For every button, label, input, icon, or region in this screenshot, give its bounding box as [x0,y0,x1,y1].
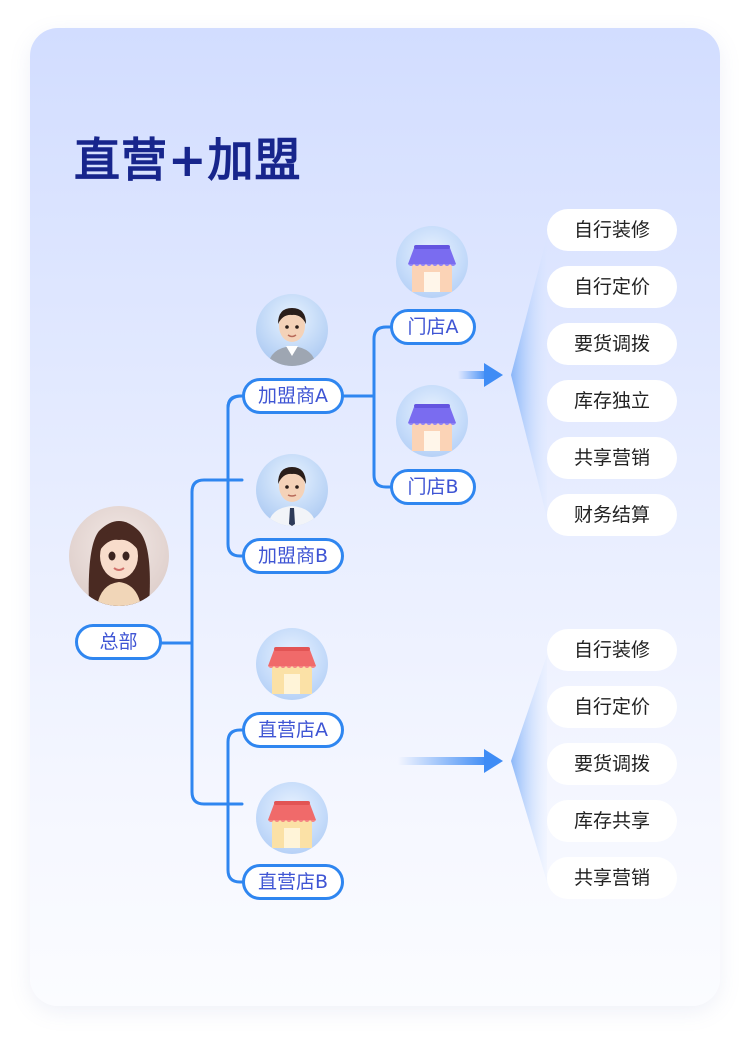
franchise-feature-pill: 库存独立 [547,380,677,422]
hq-avatar [69,506,169,606]
franchisee-b-avatar [256,454,328,526]
franchise-fan [511,237,547,518]
franchise-arrow-head [484,363,503,387]
franchise-feature-pill: 共享营销 [547,437,677,479]
purple-store-icon [408,404,456,451]
store-b-avatar [396,385,468,457]
direct-feature-pill: 共享营销 [547,857,677,899]
hq-trunk [190,478,244,806]
franchise-feature-pill: 要货调拨 [547,323,677,365]
store-a-node[interactable]: 门店A [390,309,476,345]
direct-store-b-node[interactable]: 直营店B [242,864,344,900]
direct-arrow-head [484,749,503,773]
direct-arrow-shaft [398,757,488,765]
direct-store-a-node[interactable]: 直营店A [242,712,344,748]
red-store-icon [268,647,316,694]
franchisee-a-avatar [256,294,328,366]
direct-feature-pill: 库存共享 [547,800,677,842]
franchise-upper [226,394,244,410]
franchisee-a-node[interactable]: 加盟商A [242,378,344,414]
hq-node[interactable]: 总部 [75,624,162,660]
franchisee-man-avatar [268,467,316,526]
direct-store-a-avatar [256,628,328,700]
red-store-icon [268,801,316,848]
franchise-arrow-shaft [458,371,488,379]
franchise-feature-pill: 自行定价 [547,266,677,308]
direct-feature-pill: 自行定价 [547,686,677,728]
store-trunk [372,325,392,489]
franchisee-b-node[interactable]: 加盟商B [242,538,344,574]
direct-store-b-avatar [256,782,328,854]
direct-feature-pill: 要货调拨 [547,743,677,785]
store-a-avatar [396,226,468,298]
franchise-feature-pill: 自行装修 [547,209,677,251]
purple-store-icon [408,245,456,292]
franchise-trunk [226,394,244,558]
direct-trunk [226,728,244,884]
store-b-node[interactable]: 门店B [390,469,476,505]
direct-fan [511,655,547,882]
franchisee-man-avatar [268,308,316,366]
hq-person-avatar [88,521,150,606]
page-title: 直营+加盟 [74,133,302,187]
direct-feature-pill: 自行装修 [547,629,677,671]
franchise-feature-pill: 财务结算 [547,494,677,536]
